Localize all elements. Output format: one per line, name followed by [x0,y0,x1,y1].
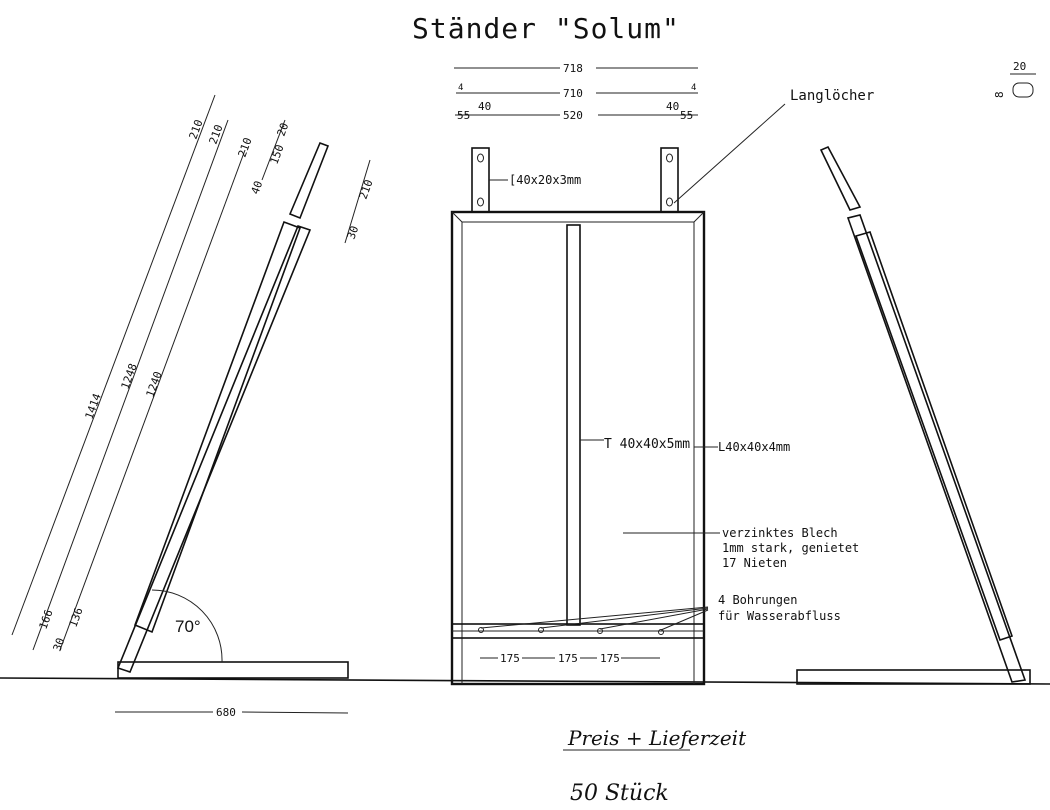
handwritten-quantity: 50 Stück [570,781,669,806]
svg-text:150: 150 [268,143,287,166]
svg-text:710: 710 [563,87,583,100]
svg-text:4: 4 [691,83,696,93]
svg-text:175: 175 [600,652,620,665]
svg-text:40: 40 [249,179,266,196]
front-view [450,147,706,686]
right-side-view [796,145,1031,685]
slot-icon [1012,82,1034,98]
svg-text:40: 40 [478,100,491,113]
svg-text:8: 8 [993,91,1006,98]
svg-text:30: 30 [345,224,362,241]
top-dimensions: 718 710 4 4 520 55 40 40 55 [454,62,698,122]
bracket-label: [40x20x3mm [509,173,581,187]
svg-text:210: 210 [187,118,206,141]
angle-label: 70° [175,617,201,636]
svg-text:210: 210 [357,178,376,201]
base-dimension: 680 [216,706,236,719]
slot-callout: Langlöcher 20 8 [673,60,1036,204]
frame-outer [450,210,706,686]
svg-text:210: 210 [236,136,255,159]
svg-text:55: 55 [680,109,693,122]
svg-text:1mm stark, genietet: 1mm stark, genietet [722,541,859,555]
svg-text:1248: 1248 [119,362,140,391]
svg-text:40: 40 [666,100,679,113]
svg-text:520: 520 [563,109,583,122]
drawing-title: Ständer "Solum" [412,12,680,45]
drain-hole [658,629,664,635]
svg-text:4: 4 [458,83,463,93]
svg-text:55: 55 [457,109,470,122]
svg-text:17 Nieten: 17 Nieten [722,556,787,570]
svg-text:Langlöcher: Langlöcher [790,88,874,104]
handwritten-price-note: Preis + Lieferzeit [567,726,747,750]
t-bar-label: T 40x40x5mm [604,437,690,452]
bracket-right [660,147,679,213]
svg-text:210: 210 [207,123,226,146]
bracket-left [471,147,490,213]
center-t-bar [566,224,581,626]
holes-note: 4 Bohrungen [718,593,797,607]
svg-text:136: 136 [67,606,86,629]
left-side-view: 70° [11,94,371,679]
svg-text:175: 175 [500,652,520,665]
svg-text:1240: 1240 [144,370,165,399]
svg-text:30: 30 [51,636,68,653]
svg-text:718: 718 [563,62,583,75]
svg-text:für Wasserabfluss: für Wasserabfluss [718,609,841,623]
bottom-dimensions: 175 175 175 [480,652,660,665]
l-bar-label: L40x40x4mm [718,440,790,454]
svg-text:20: 20 [1013,60,1026,73]
svg-text:20: 20 [275,121,292,138]
svg-text:175: 175 [558,652,578,665]
svg-text:166: 166 [37,608,56,631]
sheet-note: verzinktes Blech [722,526,838,540]
svg-text:1414: 1414 [83,391,104,421]
ground-line [0,677,1050,685]
